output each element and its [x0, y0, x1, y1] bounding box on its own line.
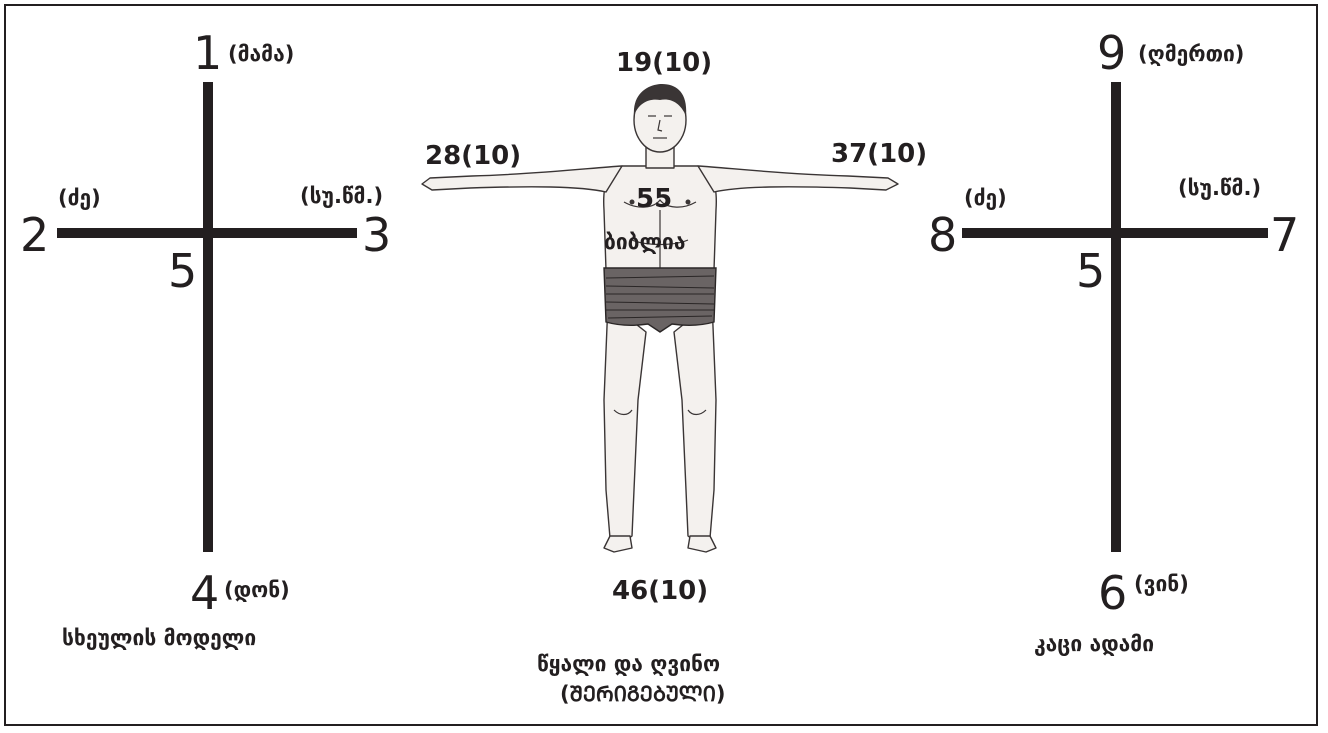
- left-cross-left-number: 2: [20, 208, 50, 262]
- right-cross-center-number: 5: [1076, 244, 1106, 298]
- figure-caption-line1: წყალი და ღვინო: [537, 652, 721, 676]
- figure-chest-word: ბიბლია: [604, 230, 686, 254]
- figure-left-hand-label: 28(10): [425, 141, 522, 171]
- left-cross-horizontal-bar: [57, 228, 357, 238]
- left-cross-right-number: 3: [362, 208, 392, 262]
- diagram-frame: [4, 4, 1318, 726]
- left-cross-left-word: (ძე): [58, 186, 101, 210]
- left-cross-vertical-bar: [203, 82, 213, 552]
- left-cross-top-number: 1: [193, 26, 223, 80]
- right-cross-right-word: (სუ.წმ.): [1178, 176, 1262, 200]
- right-cross-left-number: 8: [928, 208, 958, 262]
- figure-chest-number: 55: [636, 184, 673, 214]
- left-cross-bottom-number: 4: [190, 566, 220, 620]
- right-cross-top-word: (ღმერთი): [1138, 42, 1245, 66]
- right-cross-bottom-word: (ვინ): [1134, 572, 1189, 596]
- figure-right-hand-label: 37(10): [831, 139, 928, 169]
- human-figure-illustration: [421, 84, 899, 553]
- right-cross-left-word: (ძე): [964, 186, 1007, 210]
- left-cross-top-word: (მამა): [228, 42, 295, 66]
- figure-head-label: 19(10): [616, 48, 713, 78]
- right-cross-right-number: 7: [1270, 208, 1300, 262]
- figure-caption-line2: (ᲨᲔᲠᲘᲒᲔᲑᲣᲚᲘ): [560, 682, 726, 706]
- left-cross-bottom-word: (დონ): [224, 578, 290, 602]
- right-cross-caption: კაცი ადამი: [1034, 632, 1155, 656]
- figure-feet-label: 46(10): [612, 576, 709, 606]
- right-cross-bottom-number: 6: [1098, 566, 1128, 620]
- right-cross-vertical-bar: [1111, 82, 1121, 552]
- left-cross-caption: სხეულის მოდელი: [62, 626, 257, 650]
- left-cross-center-number: 5: [168, 244, 198, 298]
- left-cross-right-word: (სუ.წმ.): [300, 184, 384, 208]
- right-cross-top-number: 9: [1097, 26, 1127, 80]
- right-cross-horizontal-bar: [962, 228, 1268, 238]
